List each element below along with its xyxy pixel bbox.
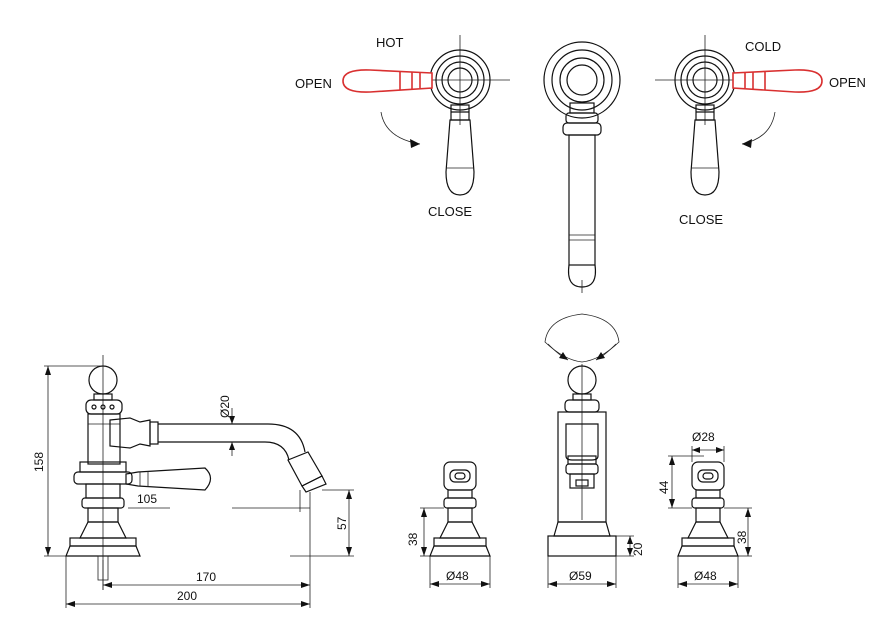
side-view-tap bbox=[65, 355, 327, 590]
dim-spout-height: 57 bbox=[335, 516, 349, 530]
dim-depth-170: 170 bbox=[196, 570, 216, 584]
dim-height-total: 158 bbox=[32, 452, 46, 472]
hot-handle-top-view bbox=[342, 35, 510, 196]
dim-spout-base-diameter: Ø59 bbox=[569, 569, 592, 583]
dim-spout-diameter: Ø20 bbox=[218, 395, 232, 418]
hot-open-handle-outline bbox=[342, 69, 433, 93]
side-view-dimensions bbox=[44, 365, 354, 608]
dim-valve-height-left: 38 bbox=[406, 532, 420, 546]
dim-handle-diameter: Ø28 bbox=[692, 430, 715, 444]
dim-depth-200: 200 bbox=[177, 589, 197, 603]
dim-spout-base-height: 20 bbox=[631, 542, 645, 556]
spout-top-view bbox=[543, 41, 621, 293]
label-open-left: OPEN bbox=[295, 76, 332, 91]
dim-valve-diameter-right: Ø48 bbox=[694, 569, 717, 583]
spout-front-view bbox=[544, 313, 634, 588]
cold-open-handle-outline bbox=[732, 69, 823, 93]
label-close-left: CLOSE bbox=[428, 204, 472, 219]
label-hot: HOT bbox=[376, 35, 404, 50]
dim-handle-height: 44 bbox=[657, 480, 671, 494]
dim-valve-diameter-left: Ø48 bbox=[446, 569, 469, 583]
label-cold: COLD bbox=[745, 39, 781, 54]
cold-handle-top-view bbox=[655, 35, 823, 196]
dim-valve-height-right: 38 bbox=[735, 530, 749, 544]
left-valve-front-view bbox=[420, 461, 491, 588]
dim-reach: 105 bbox=[137, 492, 157, 506]
right-valve-front-view bbox=[668, 446, 752, 588]
label-close-right: CLOSE bbox=[679, 212, 723, 227]
label-open-right: OPEN bbox=[829, 75, 866, 90]
